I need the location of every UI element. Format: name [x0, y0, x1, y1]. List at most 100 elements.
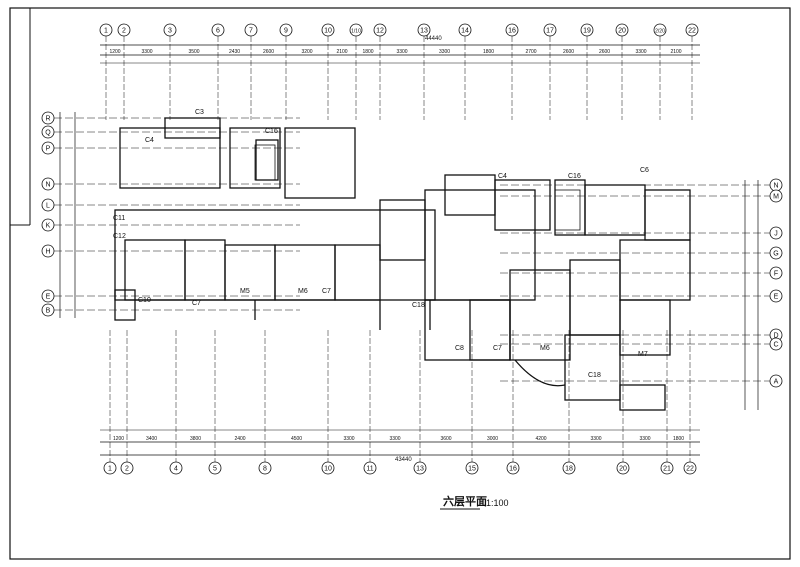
top-axis-20-bubble: [615, 23, 629, 37]
top-axis-14-bubble: [458, 23, 472, 37]
top-dimension: 3500: [188, 49, 199, 55]
top-axis-6-label: 6: [216, 28, 220, 35]
sheet-border: [9, 7, 791, 560]
bottom-dimension: 3300: [639, 436, 650, 442]
top-dimension: 2100: [670, 49, 681, 55]
bottom-axis-10-bubble: [321, 461, 335, 475]
left-axis-L-bubble: [41, 198, 55, 212]
top-axis-12-label: 12: [376, 28, 384, 35]
right-axis-D-label: D: [773, 333, 778, 340]
top-axis-13-bubble: [417, 23, 431, 37]
right-axis-E-label: E: [774, 294, 779, 301]
bottom-axis-16-bubble: [506, 461, 520, 475]
right-axis-F-label: F: [774, 271, 778, 278]
top-axis-3-label: 3: [168, 28, 172, 35]
top-axis-22-bubble: [685, 23, 699, 37]
top-axis-16-bubble: [505, 23, 519, 37]
left-axis-Q-bubble: [41, 125, 55, 139]
bottom-dimension: 3300: [343, 436, 354, 442]
bottom-dimension: 4200: [535, 436, 546, 442]
left-axis-B-label: B: [46, 308, 51, 315]
bottom-dimension: 3800: [190, 436, 201, 442]
top-axis-1/10-bubble: [349, 23, 363, 37]
right-axis-G-bubble: [769, 246, 783, 260]
top-axis-7-label: 7: [249, 28, 253, 35]
left-axis-P-label: P: [46, 146, 51, 153]
opening-tag-M6: M6: [540, 345, 550, 352]
left-axis-E-label: E: [46, 294, 51, 301]
right-axis-A-label: A: [774, 379, 779, 386]
bottom-axis-15-label: 15: [468, 466, 476, 473]
bottom-axis-21-bubble: [660, 461, 674, 475]
bottom-total-dimension: 43440: [395, 457, 412, 463]
opening-tag-C11: C11: [113, 215, 125, 222]
top-axis-19-bubble: [580, 23, 594, 37]
opening-tag-C18: C18: [588, 372, 601, 379]
opening-tag-C6: C6: [640, 167, 649, 174]
bottom-dimension: 3300: [389, 436, 400, 442]
right-axis-N-label: N: [773, 183, 778, 190]
opening-tag-C3: C3: [195, 109, 204, 116]
bottom-dimension: 3300: [590, 436, 601, 442]
walls: [114, 117, 691, 411]
opening-tag-C16: C16: [568, 173, 581, 180]
top-total-dimension: 44440: [425, 36, 442, 42]
bottom-axis-4-label: 4: [174, 466, 178, 473]
drawing-title: 六层平面: [443, 494, 487, 508]
left-axis-Q-label: Q: [45, 130, 51, 137]
top-axis-1-bubble: [99, 23, 113, 37]
right-axis-M-label: M: [773, 194, 779, 201]
top-dimension: 2100: [336, 49, 347, 55]
top-axis-2/20-label: 2/20: [655, 29, 665, 35]
right-axis-C-bubble: [769, 337, 783, 351]
bottom-axis-13-label: 13: [416, 466, 424, 473]
right-axis-J-label: J: [774, 231, 778, 238]
bottom-dimension: 4500: [291, 436, 302, 442]
top-dimension: 3300: [396, 49, 407, 55]
top-axis-3-bubble: [163, 23, 177, 37]
left-axis-H-label: H: [45, 249, 50, 256]
right-axis-C-label: C: [773, 342, 778, 349]
opening-tag-C7: C7: [322, 288, 331, 295]
bottom-axis-18-label: 18: [565, 466, 573, 473]
bottom-axis-16-label: 16: [509, 466, 517, 473]
opening-tag-C12: C12: [113, 233, 126, 240]
bottom-axis-8-label: 8: [263, 466, 267, 473]
top-axis-14-label: 14: [461, 28, 469, 35]
opening-tag-M5: M5: [240, 288, 250, 295]
top-dimension: 3300: [439, 49, 450, 55]
right-axis-F-bubble: [769, 266, 783, 280]
top-axis-10-label: 10: [324, 28, 332, 35]
bottom-dimension: 3600: [440, 436, 451, 442]
left-axis-K-label: K: [46, 223, 51, 230]
bottom-axis-2-label: 2: [125, 466, 129, 473]
top-dimension: 2600: [563, 49, 574, 55]
top-dimension: 1800: [362, 49, 373, 55]
bottom-axis-13-bubble: [413, 461, 427, 475]
top-axis-2-label: 2: [122, 28, 126, 35]
left-axis-P-bubble: [41, 141, 55, 155]
top-axis-16-label: 16: [508, 28, 516, 35]
top-dimension: 1800: [483, 49, 494, 55]
bottom-axis-22-label: 22: [686, 466, 694, 473]
top-axis-9-bubble: [279, 23, 293, 37]
bottom-axis-5-label: 5: [213, 466, 217, 473]
bottom-axis-20-bubble: [616, 461, 630, 475]
top-axis-12-bubble: [373, 23, 387, 37]
top-dimension: 2600: [263, 49, 274, 55]
bottom-axis-4-bubble: [169, 461, 183, 475]
bottom-axis-20-label: 20: [619, 466, 627, 473]
top-axis-13-label: 13: [420, 28, 428, 35]
top-dimension: 2600: [599, 49, 610, 55]
opening-tag-C7: C7: [493, 345, 502, 352]
bottom-axis-5-bubble: [208, 461, 222, 475]
left-axis-R-label: R: [45, 116, 50, 123]
left-axis-H-bubble: [41, 244, 55, 258]
bottom-dimension: 1800: [673, 436, 684, 442]
bottom-axis-11-label: 11: [366, 466, 373, 473]
opening-tag-C7: C7: [192, 300, 201, 307]
top-axis-1-label: 1: [104, 28, 108, 35]
right-axis-E-bubble: [769, 289, 783, 303]
top-axis-10-bubble: [321, 23, 335, 37]
